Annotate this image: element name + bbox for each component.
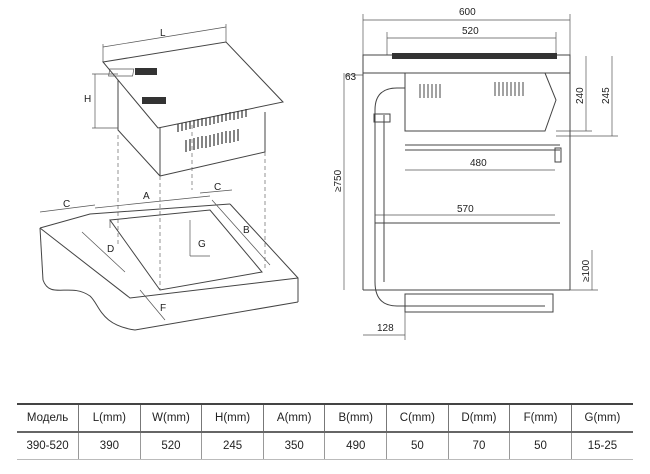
- shelf-clip: [554, 147, 562, 163]
- hob-body-front: [159, 112, 266, 177]
- hob-glass-section: [392, 53, 557, 59]
- cabinet-back-bend-top: [374, 87, 405, 115]
- cutout-opening: [109, 209, 263, 291]
- worktop-top-edge: [39, 203, 231, 229]
- table-cell: 70: [447, 432, 511, 460]
- header-cell: W(mm): [139, 403, 203, 433]
- table-row: 390-520 390 520 245 350 490 50 70 50 15-…: [17, 432, 633, 460]
- table-cell: 390-520: [17, 432, 80, 460]
- dim-520-label: 520: [462, 26, 479, 37]
- label-B: B: [243, 225, 250, 236]
- dim-C2-line: [199, 189, 233, 194]
- table-cell: 520: [139, 432, 203, 460]
- worktop-left-edge: [39, 227, 44, 281]
- hob-fins: [419, 82, 524, 98]
- dim-B-line: [211, 199, 271, 266]
- table-cell: 350: [262, 432, 326, 460]
- cabinet-bottom-bend: [374, 281, 545, 307]
- spec-table: Модель L(mm) W(mm) H(mm) A(mm) B(mm) C(m…: [17, 403, 633, 460]
- label-C2: C: [214, 182, 221, 193]
- header-cell: Модель: [17, 403, 80, 433]
- cabinet-section-view: 600 520: [333, 7, 618, 340]
- dim-L-line: [102, 26, 227, 48]
- control-panel-2: [142, 97, 166, 104]
- dim-128-label: 128: [377, 323, 394, 334]
- dim-F-line: [139, 289, 166, 321]
- table-cell: 15-25: [570, 432, 633, 460]
- dim-245-label: 245: [601, 87, 612, 104]
- worktop-right-edge: [229, 203, 299, 302]
- worktop-front-curve: [42, 279, 299, 331]
- header-cell: B(mm): [324, 403, 388, 433]
- worktop-top-front: [39, 227, 299, 299]
- label-C1: C: [63, 199, 70, 210]
- table-cell: 390: [78, 432, 141, 460]
- label-D: D: [107, 244, 114, 255]
- control-panel-1: [135, 68, 157, 75]
- dim-480-label: 480: [470, 158, 487, 169]
- table-cell: 50: [509, 432, 572, 460]
- label-L: L: [160, 28, 166, 39]
- dim-63-label: 63: [345, 72, 357, 83]
- bracket: [373, 113, 391, 123]
- header-cell: L(mm): [78, 403, 141, 433]
- table-cell: 490: [324, 432, 388, 460]
- header-cell: C(mm): [386, 403, 449, 433]
- base-rail: [404, 293, 554, 313]
- dim-A-line: [94, 195, 211, 209]
- label-H: H: [84, 94, 91, 105]
- dim-570-label: 570: [457, 204, 474, 215]
- vent-grille: [177, 109, 247, 152]
- hob-body-left: [117, 80, 161, 177]
- dim-C1-line: [39, 204, 96, 213]
- header-cell: H(mm): [201, 403, 264, 433]
- installation-drawing: L H A B C C D G F: [39, 7, 618, 340]
- dim-100-label: ≥100: [581, 259, 592, 282]
- dim-D-line: [81, 231, 126, 273]
- dim-240-label: 240: [575, 87, 586, 104]
- label-F: F: [160, 303, 166, 314]
- worktop-cutout-view: A B C C D G F: [39, 182, 299, 331]
- hob-top-glass: [102, 41, 284, 129]
- header-cell: A(mm): [262, 403, 326, 433]
- label-A: A: [143, 191, 150, 202]
- label-G: G: [198, 239, 206, 250]
- header-cell: F(mm): [509, 403, 572, 433]
- hob-isometric-view: L H: [84, 24, 284, 290]
- header-cell: G(mm): [570, 403, 633, 433]
- control-zone-top: [108, 68, 135, 77]
- table-cell: 245: [201, 432, 264, 460]
- dim-600-label: 600: [459, 7, 476, 18]
- table-header-row: Модель L(mm) W(mm) H(mm) A(mm) B(mm) C(m…: [17, 403, 633, 433]
- header-cell: D(mm): [447, 403, 511, 433]
- table-cell: 50: [386, 432, 449, 460]
- dim-750-label: ≥750: [333, 169, 344, 192]
- hob-unit-section: [404, 72, 557, 132]
